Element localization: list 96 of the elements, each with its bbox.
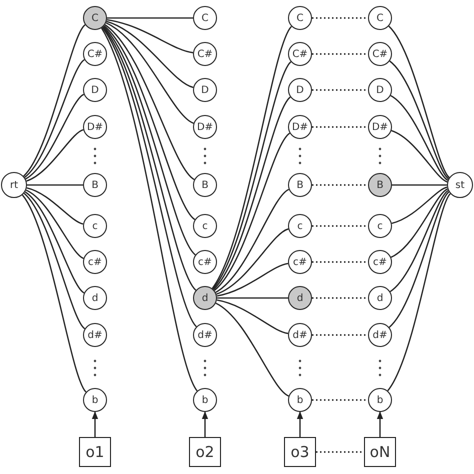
connector-line bbox=[387, 193, 451, 392]
connector-line bbox=[107, 17, 193, 19]
state-circle: D# bbox=[193, 115, 217, 139]
connector-line bbox=[26, 190, 84, 259]
state-circle: c# bbox=[83, 250, 107, 274]
connector-line bbox=[392, 184, 447, 186]
connector-line bbox=[106, 19, 194, 54]
state-circle: d# bbox=[368, 323, 392, 347]
state-circle: B bbox=[288, 173, 312, 197]
connector-line bbox=[106, 22, 194, 124]
connector-line bbox=[24, 191, 85, 294]
connector-line bbox=[214, 132, 290, 291]
state-circle: C# bbox=[83, 42, 107, 66]
connector-line bbox=[388, 191, 450, 328]
connector-line bbox=[22, 194, 87, 392]
state-circle: D bbox=[288, 78, 312, 102]
state-circle: c bbox=[193, 214, 217, 238]
state-circle: D bbox=[368, 78, 392, 102]
state-circle: c# bbox=[368, 250, 392, 274]
connector-line bbox=[392, 186, 448, 224]
state-circle: c bbox=[83, 214, 107, 238]
state-circle: D# bbox=[288, 115, 312, 139]
state-circle: b bbox=[193, 388, 217, 412]
end-circle: st bbox=[447, 172, 473, 198]
state-circle: C# bbox=[368, 42, 392, 66]
state-circle: D bbox=[193, 78, 217, 102]
connector-line bbox=[216, 228, 289, 295]
state-circle: d bbox=[83, 286, 107, 310]
connector-line bbox=[24, 192, 86, 330]
connector-line bbox=[216, 299, 288, 334]
connector-line bbox=[390, 190, 449, 292]
connector-line bbox=[390, 188, 448, 258]
observation-box: o2 bbox=[189, 437, 221, 467]
connector-line bbox=[388, 26, 450, 178]
state-circle: B bbox=[368, 173, 392, 197]
dotted-line bbox=[312, 261, 368, 263]
state-circle: D# bbox=[368, 115, 392, 139]
connector-line bbox=[390, 95, 448, 181]
state-circle: d# bbox=[83, 323, 107, 347]
connector-line bbox=[215, 302, 290, 396]
connector-line bbox=[26, 187, 84, 225]
state-circle: C# bbox=[288, 42, 312, 66]
connector-line bbox=[23, 24, 86, 177]
state-circle: C bbox=[193, 6, 217, 30]
dotted-line bbox=[316, 451, 364, 453]
state-circle: B bbox=[193, 173, 217, 197]
state-circle: c# bbox=[288, 250, 312, 274]
arrow bbox=[376, 411, 384, 437]
state-circle: D bbox=[83, 78, 107, 102]
dotted-line bbox=[312, 53, 368, 55]
connector-line bbox=[104, 25, 196, 220]
dotted-line bbox=[312, 297, 368, 299]
state-circle: B bbox=[83, 173, 107, 197]
state-circle: d bbox=[193, 286, 217, 310]
state-circle: b bbox=[83, 388, 107, 412]
state-circle: C bbox=[288, 6, 312, 30]
start-circle: rt bbox=[1, 172, 27, 198]
state-circle: C# bbox=[193, 42, 217, 66]
observation-box: o3 bbox=[284, 437, 316, 467]
state-circle: b bbox=[288, 388, 312, 412]
dotted-line bbox=[312, 399, 368, 401]
connector-line bbox=[27, 184, 83, 186]
dotted-line bbox=[312, 225, 368, 227]
connector-line bbox=[106, 20, 194, 88]
state-circle: d bbox=[368, 286, 392, 310]
dotted-line bbox=[312, 17, 368, 19]
state-circle: d# bbox=[193, 323, 217, 347]
state-circle: b bbox=[368, 388, 392, 412]
arrow bbox=[92, 411, 98, 437]
observation-box: o1 bbox=[79, 437, 111, 467]
connector-line bbox=[389, 60, 450, 180]
state-circle: c# bbox=[193, 250, 217, 274]
arrow bbox=[202, 411, 208, 437]
connector-line bbox=[24, 59, 85, 178]
state-circle: d# bbox=[288, 323, 312, 347]
connector-line bbox=[100, 28, 198, 392]
connector-line bbox=[25, 94, 84, 180]
dotted-line bbox=[312, 184, 368, 186]
observation-box: oN bbox=[364, 437, 396, 467]
arrow bbox=[296, 411, 304, 437]
state-circle: c bbox=[288, 214, 312, 238]
connector-line bbox=[213, 96, 291, 290]
connector-line bbox=[215, 188, 290, 293]
connector-line bbox=[217, 297, 288, 299]
state-circle: C bbox=[83, 6, 107, 30]
dotted-line bbox=[312, 89, 368, 91]
connector-line bbox=[216, 262, 288, 297]
state-circle: d bbox=[288, 286, 312, 310]
connector-line bbox=[26, 129, 84, 182]
connector-line bbox=[104, 24, 195, 180]
state-circle: C bbox=[368, 6, 392, 30]
dotted-line bbox=[312, 334, 368, 336]
state-circle: D# bbox=[83, 115, 107, 139]
connector-line bbox=[391, 130, 448, 183]
state-circle: c bbox=[368, 214, 392, 238]
dotted-line bbox=[312, 126, 368, 128]
